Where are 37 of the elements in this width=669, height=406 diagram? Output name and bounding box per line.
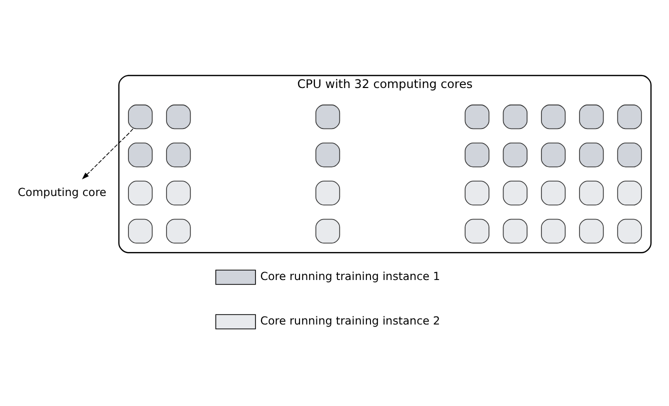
node-box — [464, 142, 490, 168]
node-box — [128, 218, 153, 244]
node-box — [128, 104, 153, 130]
arrow — [82, 128, 134, 180]
node-box — [166, 180, 191, 206]
node-box — [541, 104, 566, 130]
node-box — [541, 218, 566, 244]
node-box — [166, 104, 191, 130]
node-box — [315, 218, 340, 244]
node-box — [502, 104, 528, 130]
legend-label: Core running training instance 1 — [260, 270, 440, 284]
node-box — [166, 218, 191, 244]
node-box — [166, 142, 191, 168]
node-box — [541, 180, 566, 206]
node-box — [502, 180, 528, 206]
node-box — [617, 142, 642, 168]
node-box — [502, 218, 528, 244]
node-box — [541, 142, 566, 168]
node-box — [464, 180, 490, 206]
node-box — [579, 180, 604, 206]
node-box — [579, 142, 604, 168]
legend-label: Core running training instance 2 — [260, 314, 440, 328]
node-box — [579, 104, 604, 130]
node-box — [315, 180, 340, 206]
node-box — [315, 142, 340, 168]
node-box — [464, 104, 490, 130]
node-box — [128, 142, 153, 168]
node-box — [128, 180, 153, 206]
node-box — [315, 104, 340, 130]
node-box — [617, 180, 642, 206]
node-box — [579, 218, 604, 244]
node-box — [464, 218, 490, 244]
node-text: Computing core — [18, 186, 106, 200]
node-box — [617, 104, 642, 130]
node-box — [502, 142, 528, 168]
cluster: CPU with 32 computing cores — [118, 74, 652, 254]
node-box — [617, 218, 642, 244]
